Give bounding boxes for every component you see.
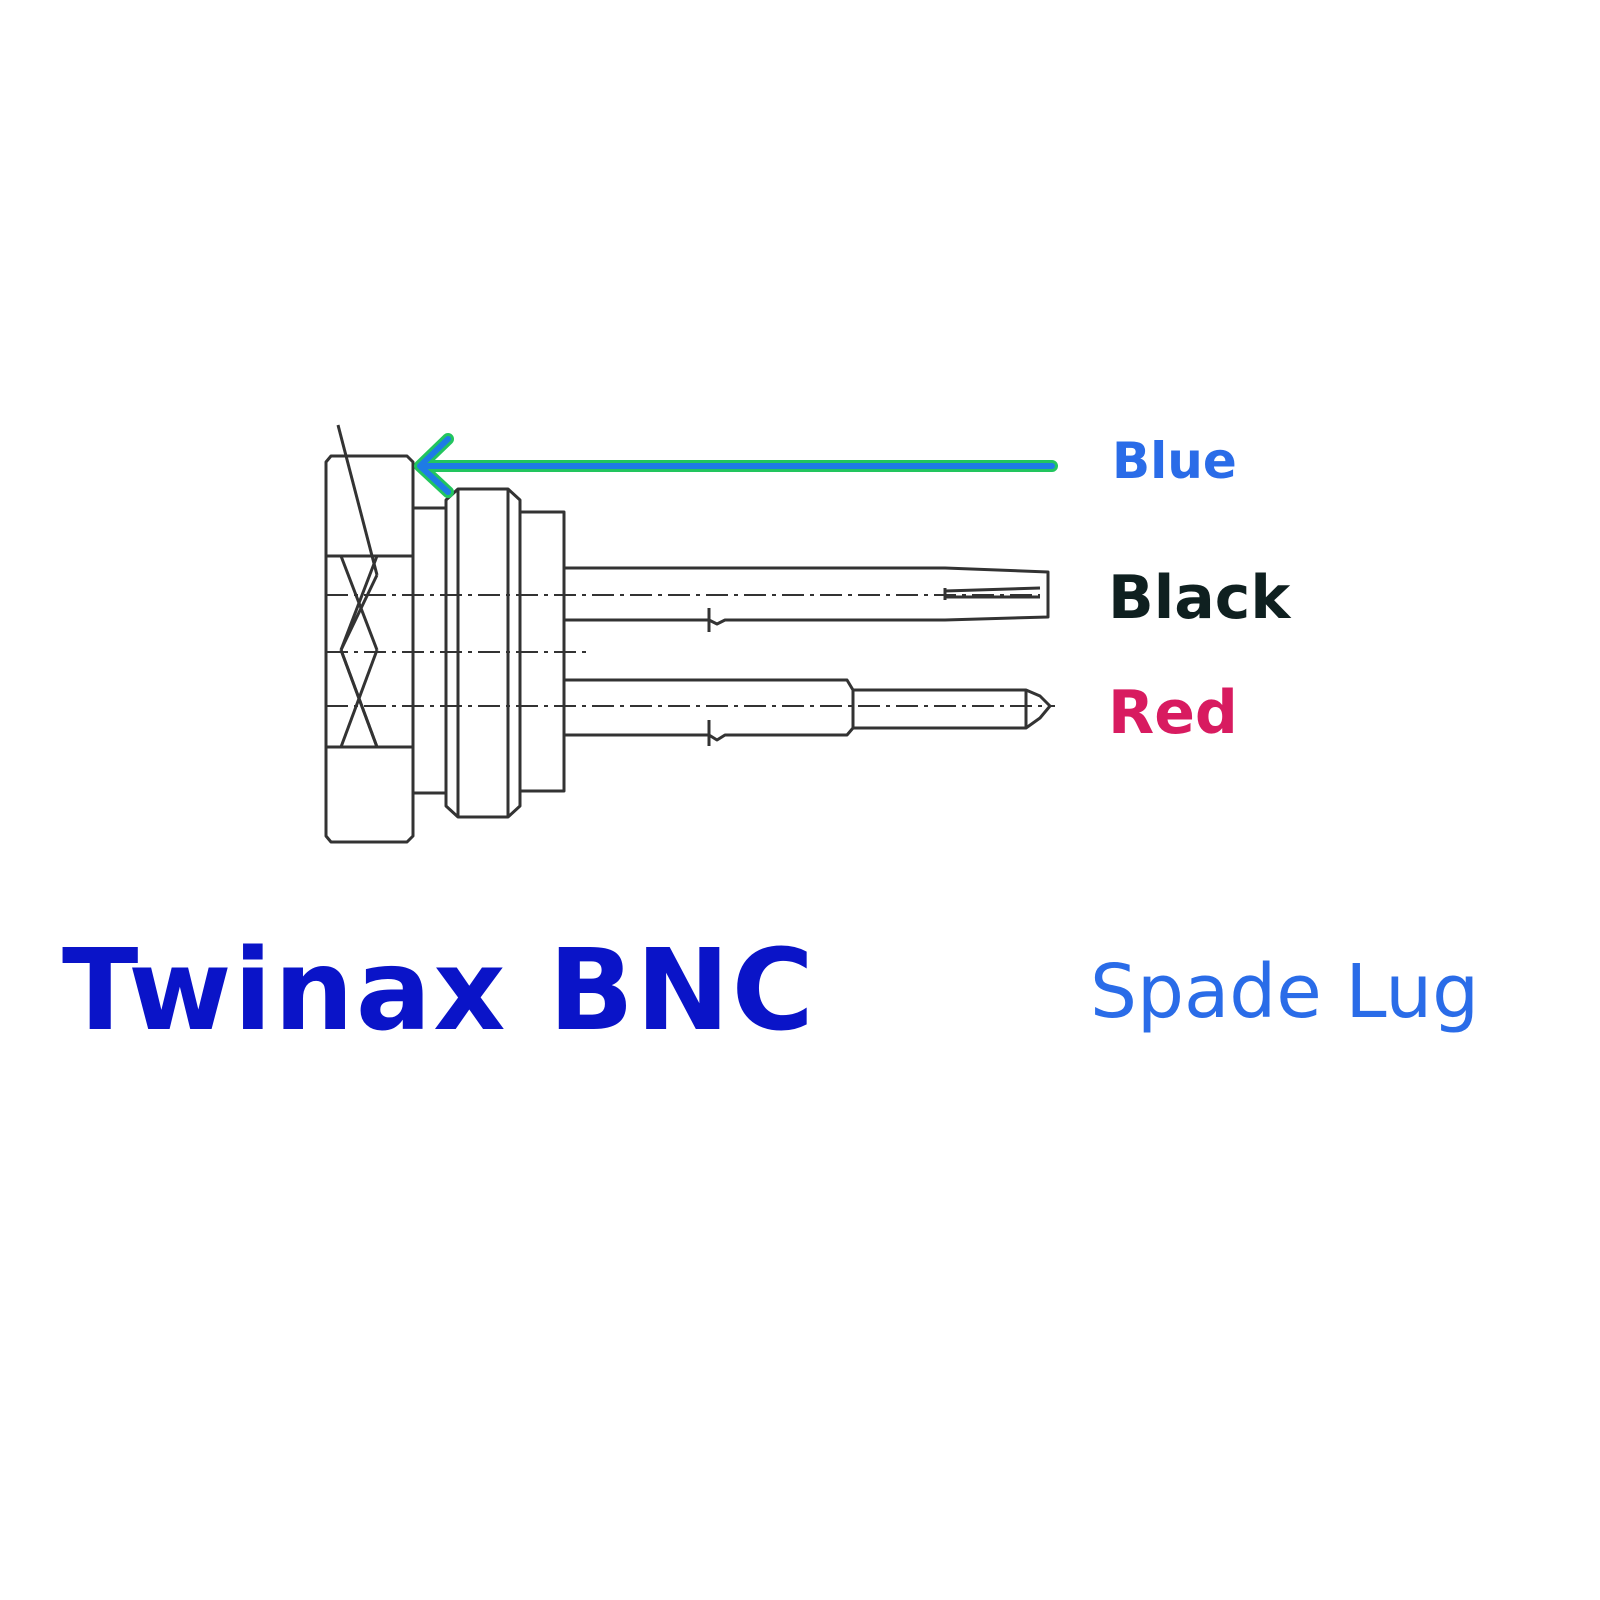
blue-pointer-arrow-core (417, 436, 1055, 495)
wire-label-red: Red (1108, 678, 1238, 748)
blue-pointer-arrow (414, 433, 1058, 498)
flange (444, 487, 522, 819)
hex-nut (324, 454, 415, 844)
hex-nut-cross-g (339, 649, 379, 748)
lower-pin (564, 678, 1052, 742)
page-title: Twinax BNC (62, 926, 816, 1056)
hex-nut-cross-f (339, 555, 379, 651)
upper-pin-slot-a (944, 586, 1041, 593)
wire-label-blue: Blue (1112, 432, 1237, 490)
page-subtitle: Spade Lug (1090, 949, 1480, 1035)
wire-label-black: Black (1108, 563, 1291, 633)
bnc-connector-drawing (324, 424, 1055, 844)
hex-nut-cross-a (336, 424, 379, 576)
upper-pin (564, 566, 1050, 626)
